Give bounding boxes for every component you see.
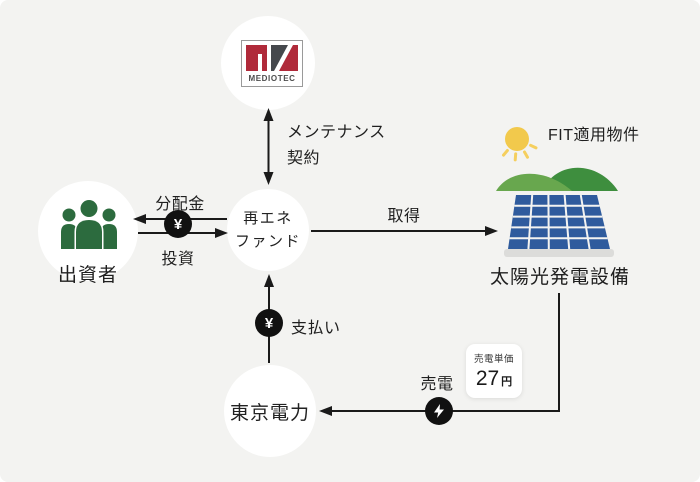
- investment-label: 投資: [161, 251, 195, 268]
- sale-price-unit: 円: [501, 376, 513, 388]
- mediotec-logo: MEDIOTEC: [241, 40, 303, 87]
- maintenance-label-line1: メンテナンス: [287, 124, 386, 141]
- yen-icon: ¥: [264, 314, 274, 332]
- sale-price-card: 売電単価 27 円: [466, 344, 522, 398]
- solar-panel-icon: [504, 194, 614, 257]
- sale-price-row: 27 円: [476, 367, 512, 391]
- arrowhead-up-payment: [264, 274, 274, 287]
- fund-label-line2: ファンド: [234, 232, 301, 250]
- fund-label-line1: 再エネ: [243, 209, 293, 227]
- yen-badge-payment: ¥: [255, 309, 283, 337]
- arrowhead-right-acquisition: [485, 226, 498, 236]
- yen-icon: ¥: [173, 215, 183, 233]
- utility-label: 東京電力: [229, 402, 310, 424]
- mediotec-logo-text: MEDIOTEC: [248, 74, 296, 83]
- sale-label: 売電: [420, 376, 454, 393]
- sale-price-title: 売電単価: [473, 354, 514, 365]
- sale-line: [332, 293, 560, 412]
- investors-label: 出資者: [57, 265, 119, 286]
- arrowhead-up-mediotec: [263, 108, 274, 121]
- sun-icon: [502, 127, 538, 162]
- node-utility-circle: 東京電力: [224, 365, 316, 457]
- arrowhead-right-investment: [215, 228, 228, 238]
- payment-label: 支払い: [291, 320, 341, 337]
- yen-badge-dividend: ¥: [164, 210, 192, 238]
- bolt-badge-sale: [425, 397, 453, 425]
- mediotec-logo-mark-icon: [246, 45, 298, 71]
- arrowhead-left-sale: [319, 406, 332, 416]
- maintenance-label-line2: 契約: [287, 150, 321, 167]
- acquisition-label: 取得: [387, 208, 421, 225]
- sale-price-value: 27: [475, 367, 500, 390]
- node-fund-circle: 再エネ ファンド: [227, 189, 309, 271]
- solar-label: 太陽光発電設備: [489, 267, 631, 288]
- investors-group-icon: [61, 199, 117, 249]
- arrowhead-left-dividend: [133, 214, 146, 224]
- dividend-label: 分配金: [155, 196, 205, 213]
- fit-tag-label: FIT適用物件: [548, 127, 640, 144]
- hills-icon: [496, 167, 618, 191]
- arrowhead-down-fund: [263, 172, 274, 185]
- lightning-bolt-icon: [434, 404, 444, 418]
